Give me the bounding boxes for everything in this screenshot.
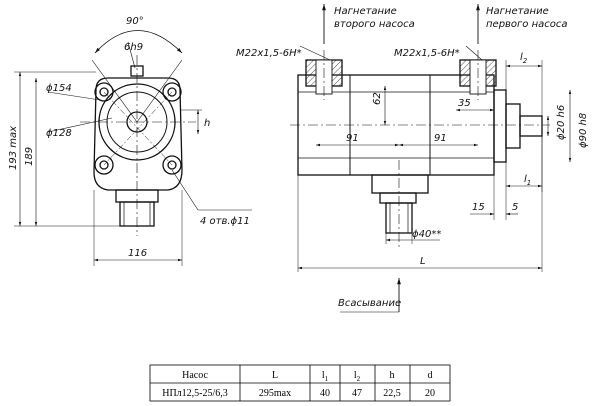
dim-15-label: 15 xyxy=(472,202,485,213)
spec-table: Насос L l1 l2 h d НПл12,5-25/6,3 295max … xyxy=(149,364,451,402)
dim-5-label: 5 xyxy=(512,202,518,213)
table-header-L: L xyxy=(272,370,278,381)
diameter-40-label: ϕ40** xyxy=(412,229,441,240)
note-first-pump-line1: Нагнетание xyxy=(486,6,549,17)
table-header-l2: l2 xyxy=(354,370,361,383)
l1-label: l1 xyxy=(524,174,531,187)
key-label: 6h9 xyxy=(124,42,143,53)
holes-label: 4 отв.ϕ11 xyxy=(200,216,250,227)
thread-left-label: M22x1,5-6H* xyxy=(236,48,302,59)
side-view xyxy=(14,30,252,266)
table-cell-l2: 47 xyxy=(352,388,362,399)
note-second-pump-line1: Нагнетание xyxy=(334,6,397,17)
angle-label: 90° xyxy=(126,16,144,27)
note-first-pump-line2: первого насоса xyxy=(486,19,568,30)
dim-35-label: 35 xyxy=(458,98,471,109)
length-L-label: L xyxy=(420,256,426,267)
dim-62-label: 62 xyxy=(372,92,383,105)
thread-right-label: M22x1,5-6H* xyxy=(394,48,460,59)
table-cell-d: 20 xyxy=(425,388,435,399)
table-cell-pump: НПл12,5-25/6,3 xyxy=(162,388,228,399)
h-label: h xyxy=(204,118,210,129)
table-cell-l1: 40 xyxy=(320,388,330,399)
table-header-d: d xyxy=(428,370,433,381)
diameter-20-label: ϕ20 h6 xyxy=(556,105,567,140)
height-193-label: 193 max xyxy=(8,126,19,170)
side-view-labels: 90° 6h9 ϕ154 ϕ128 h 193 max 189 4 отв.ϕ1… xyxy=(8,16,250,259)
height-189-label: 189 xyxy=(24,147,35,166)
table-cell-L: 295max xyxy=(259,388,291,399)
front-view-labels: Нагнетание второго насоса Нагнетание пер… xyxy=(236,6,589,309)
diameter-154-label: ϕ154 xyxy=(46,83,72,94)
suction-label: Всасывание xyxy=(338,298,401,309)
l2-label: l2 xyxy=(520,52,528,65)
note-second-pump-line2: второго насоса xyxy=(334,19,415,30)
diameter-128-label: ϕ128 xyxy=(46,128,72,139)
table-header-pump: Насос xyxy=(182,370,208,381)
diameter-90-label: ϕ90 h8 xyxy=(578,113,589,148)
width-116-label: 116 xyxy=(128,248,147,259)
table-header-h: h xyxy=(390,370,395,381)
dim-91-right-label: 91 xyxy=(434,133,447,144)
front-view xyxy=(290,4,572,313)
table-cell-h: 22,5 xyxy=(383,388,401,399)
dim-91-left-label: 91 xyxy=(346,133,359,144)
table-header-l1: l1 xyxy=(322,370,329,383)
